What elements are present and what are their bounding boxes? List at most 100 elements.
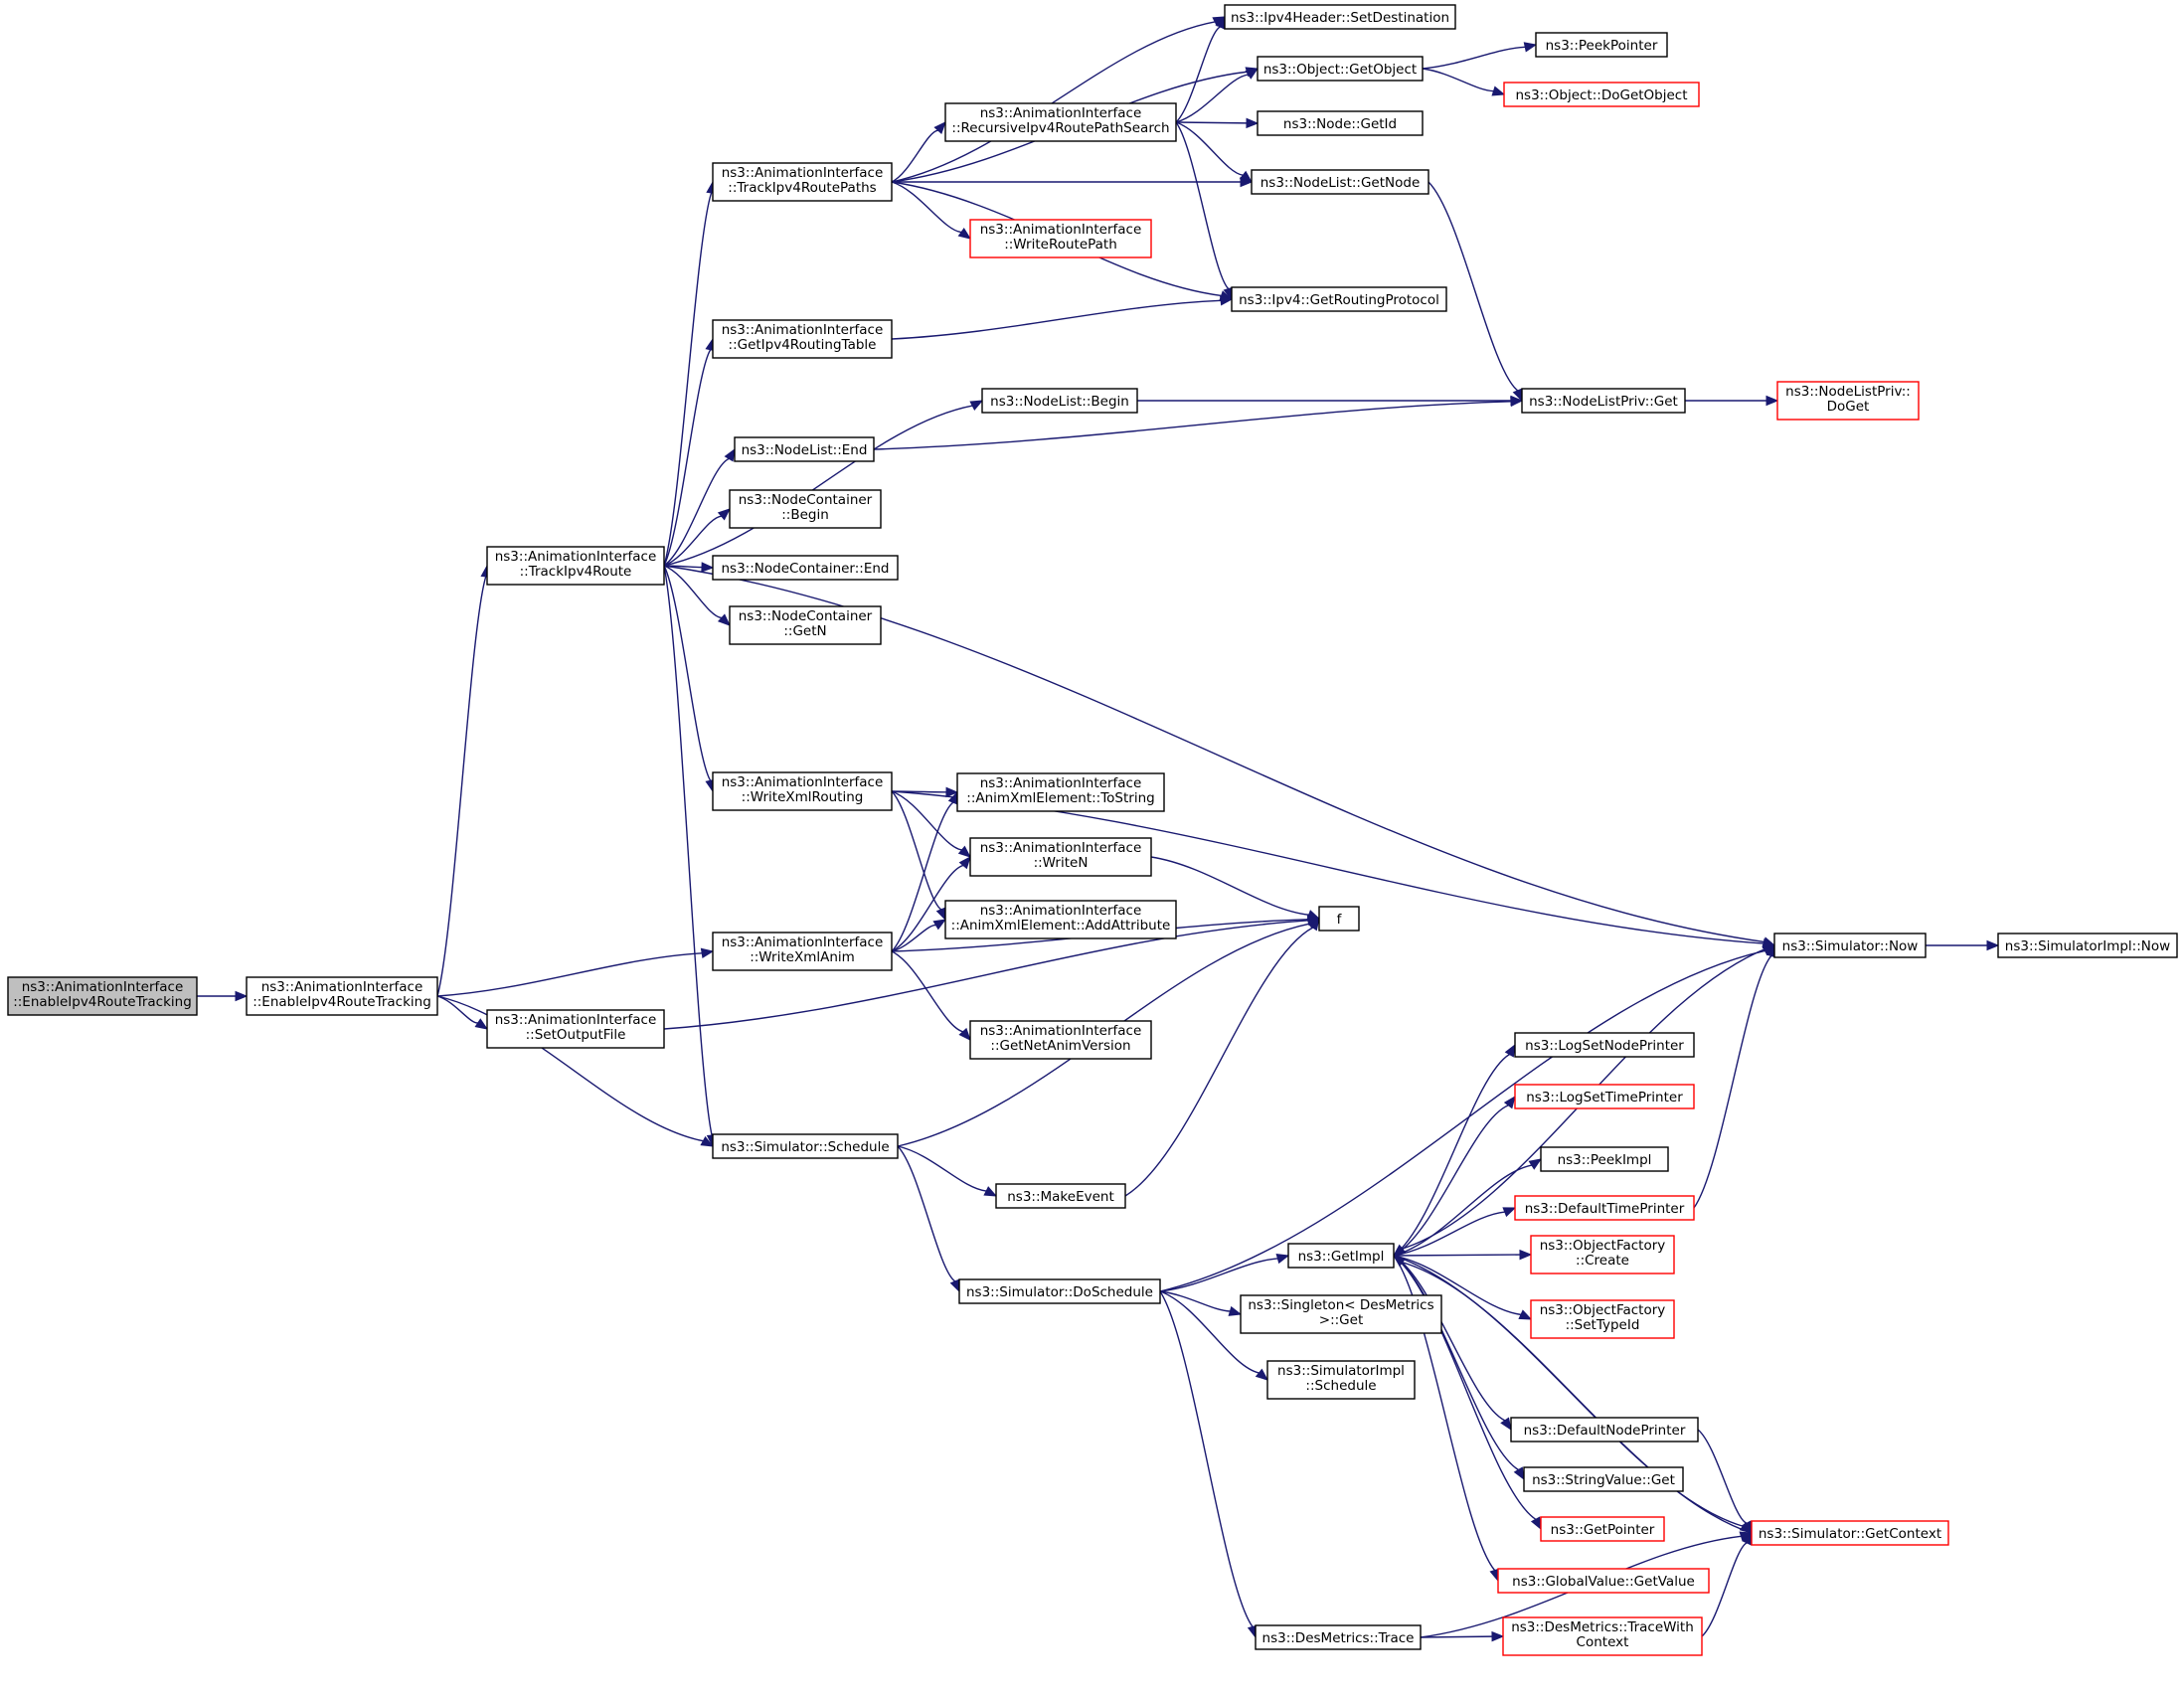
node-ncgetn[interactable]: ns3::NodeContainer::GetN <box>729 605 882 645</box>
edge-arrowhead <box>958 1027 971 1041</box>
node-ofcreate[interactable]: ns3::ObjectFactory::Create <box>1530 1235 1675 1274</box>
node-getobject[interactable]: ns3::Object::GetObject <box>1257 56 1424 82</box>
node-peekimpl[interactable]: ns3::PeekImpl <box>1540 1146 1669 1172</box>
node-setdest[interactable]: ns3::Ipv4Header::SetDestination <box>1224 4 1456 30</box>
node-ipv4routing[interactable]: ns3::Ipv4::GetRoutingProtocol <box>1231 286 1447 312</box>
node-nlbegin[interactable]: ns3::NodeList::Begin <box>981 388 1138 414</box>
edge-arrowhead <box>717 508 731 521</box>
edge-arrowhead <box>1502 1207 1517 1218</box>
node-getrouting[interactable]: ns3::AnimationInterface::GetIpv4RoutingT… <box>712 319 893 359</box>
node-label: ns3::Simulator::GetContext <box>1759 1526 1941 1542</box>
edge-arrowhead <box>1503 1095 1516 1109</box>
node-makeevent[interactable]: ns3::MakeEvent <box>995 1183 1126 1209</box>
edge-arrowhead <box>983 1186 998 1197</box>
edge-arrowhead <box>700 947 715 959</box>
node-label: f <box>1337 912 1343 928</box>
node-track[interactable]: ns3::AnimationInterface::TrackIpv4Route <box>486 546 665 586</box>
node-addattr[interactable]: ns3::AnimationInterface::AnimXmlElement:… <box>944 900 1177 939</box>
node-label: ns3::AnimationInterface <box>722 322 884 338</box>
node-label: ns3::PeekImpl <box>1558 1152 1652 1168</box>
node-writen[interactable]: ns3::AnimationInterface::WriteN <box>969 837 1152 877</box>
node-label: ::WriteN <box>1034 855 1089 871</box>
node-box <box>1318 906 1360 932</box>
node-singleton[interactable]: ns3::Singleton< DesMetrics>::Get <box>1240 1294 1442 1334</box>
node-nlpdoget[interactable]: ns3::NodeListPriv::DoGet <box>1776 381 1920 421</box>
node-getcontext[interactable]: ns3::Simulator::GetContext <box>1751 1520 1949 1546</box>
edge-arrowhead <box>1528 1158 1543 1170</box>
node-box <box>1502 1616 1703 1656</box>
node-dogetobject[interactable]: ns3::Object::DoGetObject <box>1503 82 1700 107</box>
node-ncbegin[interactable]: ns3::NodeContainer::Begin <box>729 489 882 529</box>
node-label: ::RecursiveIpv4RoutePathSearch <box>951 120 1169 136</box>
node-f[interactable]: f <box>1318 906 1360 932</box>
node-ncend[interactable]: ns3::NodeContainer::End <box>712 555 899 581</box>
node-setoutput[interactable]: ns3::AnimationInterface::SetOutputFile <box>486 1009 665 1049</box>
edge-line <box>1422 46 1526 70</box>
node-box <box>981 388 1138 414</box>
node-strget[interactable]: ns3::StringValue::Get <box>1523 1466 1684 1492</box>
node-label: ns3::SimulatorImpl::Now <box>2005 938 2170 954</box>
node-simschedule[interactable]: ns3::SimulatorImpl::Schedule <box>1266 1360 1416 1400</box>
node-label: ns3::DesMetrics::TraceWith <box>1511 1619 1694 1635</box>
edge-arrowhead <box>957 845 972 858</box>
edge-trackpaths-to-recursive <box>891 121 946 183</box>
node-defnode[interactable]: ns3::DefaultNodePrinter <box>1510 1417 1699 1443</box>
node-label: ns3::GetImpl <box>1298 1249 1385 1265</box>
node-nlpget[interactable]: ns3::NodeListPriv::Get <box>1521 388 1686 414</box>
node-logtime[interactable]: ns3::LogSetTimePrinter <box>1514 1084 1695 1109</box>
node-label: ::EnableIpv4RouteTracking <box>13 994 192 1010</box>
node-label: ns3::AnimationInterface <box>722 165 884 181</box>
node-box <box>1530 1299 1675 1339</box>
node-getimpl[interactable]: ns3::GetImpl <box>1287 1243 1395 1269</box>
node-box <box>712 162 893 202</box>
edge-arrowhead <box>969 400 984 411</box>
node-simnow[interactable]: ns3::Simulator::Now <box>1773 933 1927 958</box>
node-getpointer[interactable]: ns3::GetPointer <box>1540 1516 1665 1542</box>
node-simimplnow[interactable]: ns3::SimulatorImpl::Now <box>1997 933 2178 958</box>
node-label: ns3::Ipv4Header::SetDestination <box>1231 10 1449 26</box>
edge-recursive-to-nlgetnode <box>1175 121 1254 183</box>
edge-arrowhead <box>1986 939 2000 951</box>
edge-arrowhead <box>701 562 715 573</box>
node-enable[interactable]: ns3::AnimationInterface::EnableIpv4Route… <box>246 976 438 1016</box>
node-label: ::AnimXmlElement::ToString <box>966 790 1154 806</box>
node-doschedule[interactable]: ns3::Simulator::DoSchedule <box>958 1278 1161 1304</box>
node-label: ns3::AnimationInterface <box>980 903 1142 919</box>
node-box <box>1523 1466 1684 1492</box>
node-label: ns3::AnimationInterface <box>722 774 884 790</box>
node-trackpaths[interactable]: ns3::AnimationInterface::TrackIpv4RouteP… <box>712 162 893 202</box>
edge-line <box>1393 1255 1537 1520</box>
node-writeroute[interactable]: ns3::AnimationInterface::WriteRoutePath <box>969 219 1152 258</box>
node-label: ns3::DesMetrics::Trace <box>1262 1630 1415 1646</box>
node-root[interactable]: ns3::AnimationInterface::EnableIpv4Route… <box>7 976 198 1016</box>
node-netanim[interactable]: ns3::AnimationInterface::GetNetAnimVersi… <box>969 1020 1152 1060</box>
node-nlgetnode[interactable]: ns3::NodeList::GetNode <box>1251 169 1429 195</box>
node-gvgetvalue[interactable]: ns3::GlobalValue::GetValue <box>1497 1568 1710 1594</box>
node-recursive[interactable]: ns3::AnimationInterface::RecursiveIpv4Ro… <box>944 102 1177 142</box>
node-peekpointer[interactable]: ns3::PeekPointer <box>1535 32 1668 58</box>
edge-recursive-to-getobject <box>1175 68 1260 123</box>
node-wxanim[interactable]: ns3::AnimationInterface::WriteXmlAnim <box>712 932 893 971</box>
edge-track-to-wxrouting <box>663 565 716 793</box>
node-box <box>1497 1568 1710 1594</box>
node-lognode[interactable]: ns3::LogSetNodePrinter <box>1514 1032 1695 1058</box>
edge-getobject-to-dogetobject <box>1422 68 1506 96</box>
node-label: ns3::AnimationInterface <box>722 934 884 950</box>
node-box <box>944 102 1177 142</box>
edge-getcontext-to-getimpl <box>1392 1255 1753 1534</box>
node-tostring[interactable]: ns3::AnimationInterface::AnimXmlElement:… <box>956 772 1165 812</box>
node-nodegetid[interactable]: ns3::Node::GetId <box>1257 110 1424 136</box>
node-nlend[interactable]: ns3::NodeList::End <box>734 436 875 462</box>
node-box <box>1255 1624 1422 1650</box>
node-schedule[interactable]: ns3::Simulator::Schedule <box>712 1133 899 1159</box>
node-destrace[interactable]: ns3::DesMetrics::Trace <box>1255 1624 1422 1650</box>
node-ofsettype[interactable]: ns3::ObjectFactory::SetTypeId <box>1530 1299 1675 1339</box>
node-label: ns3::LogSetTimePrinter <box>1526 1090 1683 1105</box>
node-wxrouting[interactable]: ns3::AnimationInterface::WriteXmlRouting <box>712 771 893 811</box>
edge-arrowhead <box>1513 1466 1525 1481</box>
node-deftime[interactable]: ns3::DefaultTimePrinter <box>1514 1195 1695 1221</box>
edge-track-to-nlbegin <box>663 400 984 567</box>
node-label: ns3::AnimationInterface <box>980 1023 1142 1039</box>
node-label: >::Get <box>1319 1312 1363 1328</box>
